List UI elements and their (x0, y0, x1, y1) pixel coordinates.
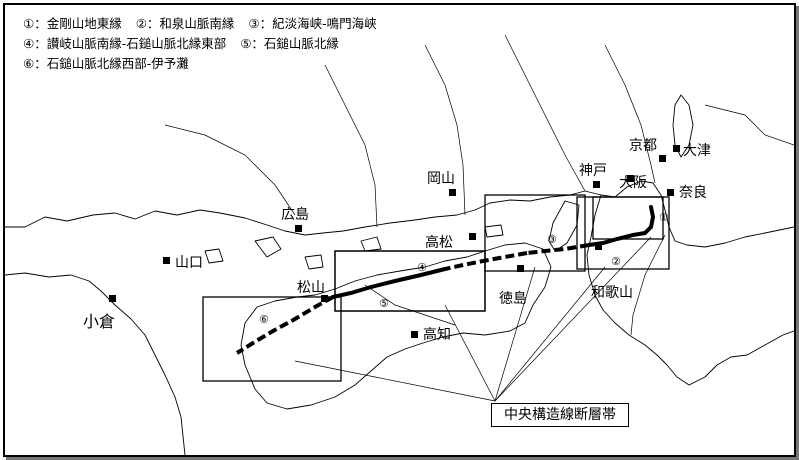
osaka-label: 大阪 (619, 175, 647, 191)
legend-item-5: ⑤：石鎚山脈北縁 (240, 36, 339, 51)
legend-row-1: ①：金剛山地東縁 ②：和泉山脈南縁 ③：紀淡海峡‐鳴門海峡 (23, 13, 387, 32)
prefecture-boundary-6 (630, 234, 666, 336)
prefecture-boundary-3 (504, 34, 586, 192)
kochi-label: 高知 (423, 326, 451, 343)
segment-label-5: ⑤ (379, 297, 389, 310)
kyoto-label: 京都 (629, 138, 657, 154)
legend-item-2: ②：和泉山脈南縁 (135, 16, 235, 31)
nara-marker (667, 189, 674, 196)
kokura-marker (109, 295, 116, 302)
kyushu-coastline (5, 272, 186, 455)
fault-segment-5 (331, 267, 447, 299)
segment-box-5 (334, 250, 486, 312)
tokushima-label: 徳島 (499, 291, 527, 307)
legend-row-3: ⑥：石鎚山脈北縁西部‐伊予灘 (23, 53, 199, 72)
prefecture-boundary-5 (164, 124, 296, 216)
fault-segment-3 (526, 243, 590, 255)
legend-item-3: ③：紀淡海峡‐鳴門海峡 (248, 16, 377, 31)
lake-biwa (672, 94, 694, 158)
legend-item-4: ④：讃岐山脈南縁‐石鎚山脈北縁東部 (23, 36, 227, 51)
yamaguchi-label: 山口 (175, 255, 203, 271)
seto-island-4 (360, 236, 382, 252)
seto-island-3 (304, 254, 324, 270)
fault-segment-6 (235, 295, 334, 355)
okayama-marker (449, 189, 456, 196)
okayama-label: 岡山 (427, 171, 455, 187)
seto-island-1 (254, 236, 282, 258)
wakayama-marker (595, 243, 602, 250)
prefecture-boundary-7 (364, 284, 456, 326)
segment-label-4: ④ (417, 261, 427, 274)
kobe-marker (593, 181, 600, 188)
legend-item-1: ①：金剛山地東縁 (23, 16, 122, 31)
regional-map: 京都 大津 神戸 大阪 奈良 岡山 広島 高松 山口 松山 徳島 和歌山 小倉 … (5, 34, 794, 455)
segment-box-3 (484, 194, 586, 272)
hiroshima-label: 広島 (281, 207, 309, 223)
prefecture-boundary-2 (424, 44, 466, 216)
wakayama-label: 和歌山 (591, 285, 633, 301)
takamatsu-marker (469, 233, 476, 240)
prefecture-boundary-8 (704, 104, 794, 146)
segment-label-3: ③ (547, 233, 557, 246)
otsu-marker (673, 145, 680, 152)
otsu-label: 大津 (683, 143, 711, 159)
yamaguchi-marker (163, 257, 170, 264)
legend-item-6: ⑥：石鎚山脈北縁西部‐伊予灘 (23, 56, 189, 71)
seto-island-5 (484, 224, 504, 238)
fault-segment-1 (643, 205, 656, 235)
callout-leaders (294, 236, 652, 402)
segment-label-2: ② (611, 255, 621, 268)
osaka-marker (627, 175, 634, 182)
legend-row-2: ④：讃岐山脈南縁‐石鎚山脈北縁東部 ⑤：石鎚山脈北縁 (23, 33, 349, 52)
kii-peninsula-coastline (586, 194, 794, 386)
tokushima-marker (517, 265, 524, 272)
kobe-label: 神戸 (579, 163, 607, 179)
map-frame: 京都 大津 神戸 大阪 奈良 岡山 広島 高松 山口 松山 徳島 和歌山 小倉 … (3, 3, 796, 457)
kochi-marker (411, 331, 418, 338)
kokura-label: 小倉 (83, 312, 115, 331)
nara-label: 奈良 (679, 185, 707, 201)
shikoku-coastline (240, 242, 552, 410)
segment-label-1: ① (659, 211, 669, 224)
kyoto-marker (659, 155, 666, 162)
seto-island-2 (204, 248, 224, 264)
prefecture-boundary-4 (604, 44, 656, 184)
takamatsu-label: 高松 (425, 234, 453, 251)
prefecture-boundary-1 (324, 64, 378, 228)
hiroshima-marker (295, 225, 302, 232)
honshu-coastline (5, 180, 794, 248)
segment-box-6 (202, 296, 342, 382)
matsuyama-label: 松山 (297, 280, 325, 296)
median-tectonic-line-callout: 中央構造線断層帯 (491, 403, 629, 427)
awaji-island (548, 200, 580, 252)
matsuyama-marker (321, 295, 328, 302)
segment-box-2 (576, 196, 670, 270)
segment-label-6: ⑥ (259, 313, 269, 326)
fault-segment-4 (444, 251, 528, 271)
segment-box-4 (334, 250, 486, 312)
